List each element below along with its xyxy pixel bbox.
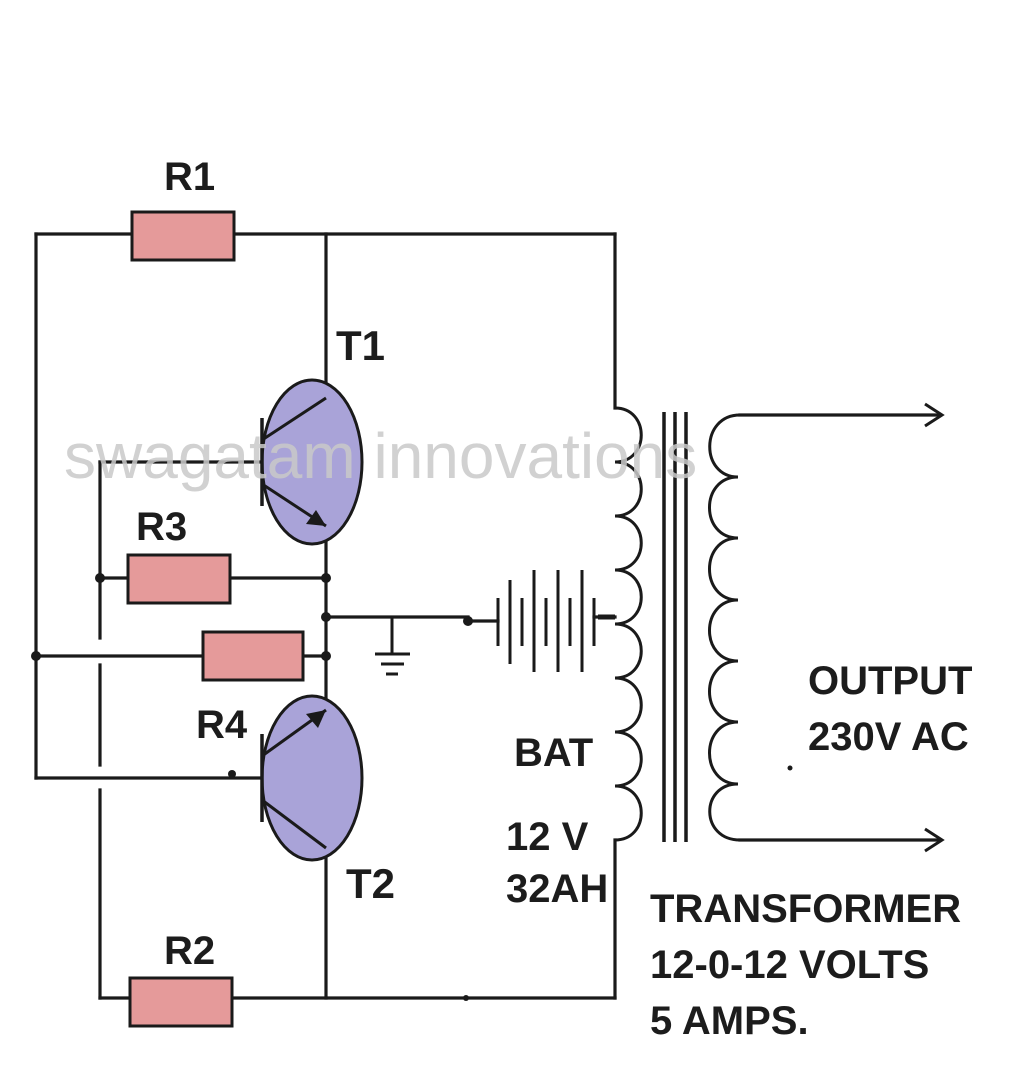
transistor-t2 (260, 694, 364, 862)
resistor-r2 (128, 976, 234, 1028)
transformer-secondary-coil (708, 402, 945, 853)
label-transformer-line3: 5 AMPS. (650, 999, 809, 1043)
transformer-core (662, 412, 688, 842)
label-bat-capacity: 32AH (506, 867, 608, 911)
label-transformer-line2: 12-0-12 VOLTS (650, 943, 929, 987)
resistor-r3 (126, 553, 232, 605)
label-transformer-line1: TRANSFORMER (650, 887, 961, 931)
watermark-text: swagatam innovations (64, 420, 697, 492)
battery-symbol (496, 570, 596, 672)
label-t1: T1 (336, 322, 385, 369)
ground-symbol (375, 617, 410, 676)
transformer-primary-coil (598, 406, 643, 842)
label-bat-voltage: 12 V (506, 815, 589, 859)
label-t2: T2 (346, 860, 395, 907)
transistor-t1 (260, 378, 364, 546)
label-r3: R3 (136, 505, 187, 549)
resistor-r1 (130, 210, 236, 262)
label-r4: R4 (196, 703, 248, 747)
resistor-r4 (201, 630, 305, 682)
label-r2: R2 (164, 929, 215, 973)
wires (34, 232, 617, 1000)
label-bat: BAT (514, 731, 593, 775)
label-output-line1: OUTPUT (808, 659, 972, 703)
junction-dots (31, 573, 473, 1001)
label-output-line2: 230V AC (808, 715, 969, 759)
label-r1: R1 (164, 155, 215, 199)
